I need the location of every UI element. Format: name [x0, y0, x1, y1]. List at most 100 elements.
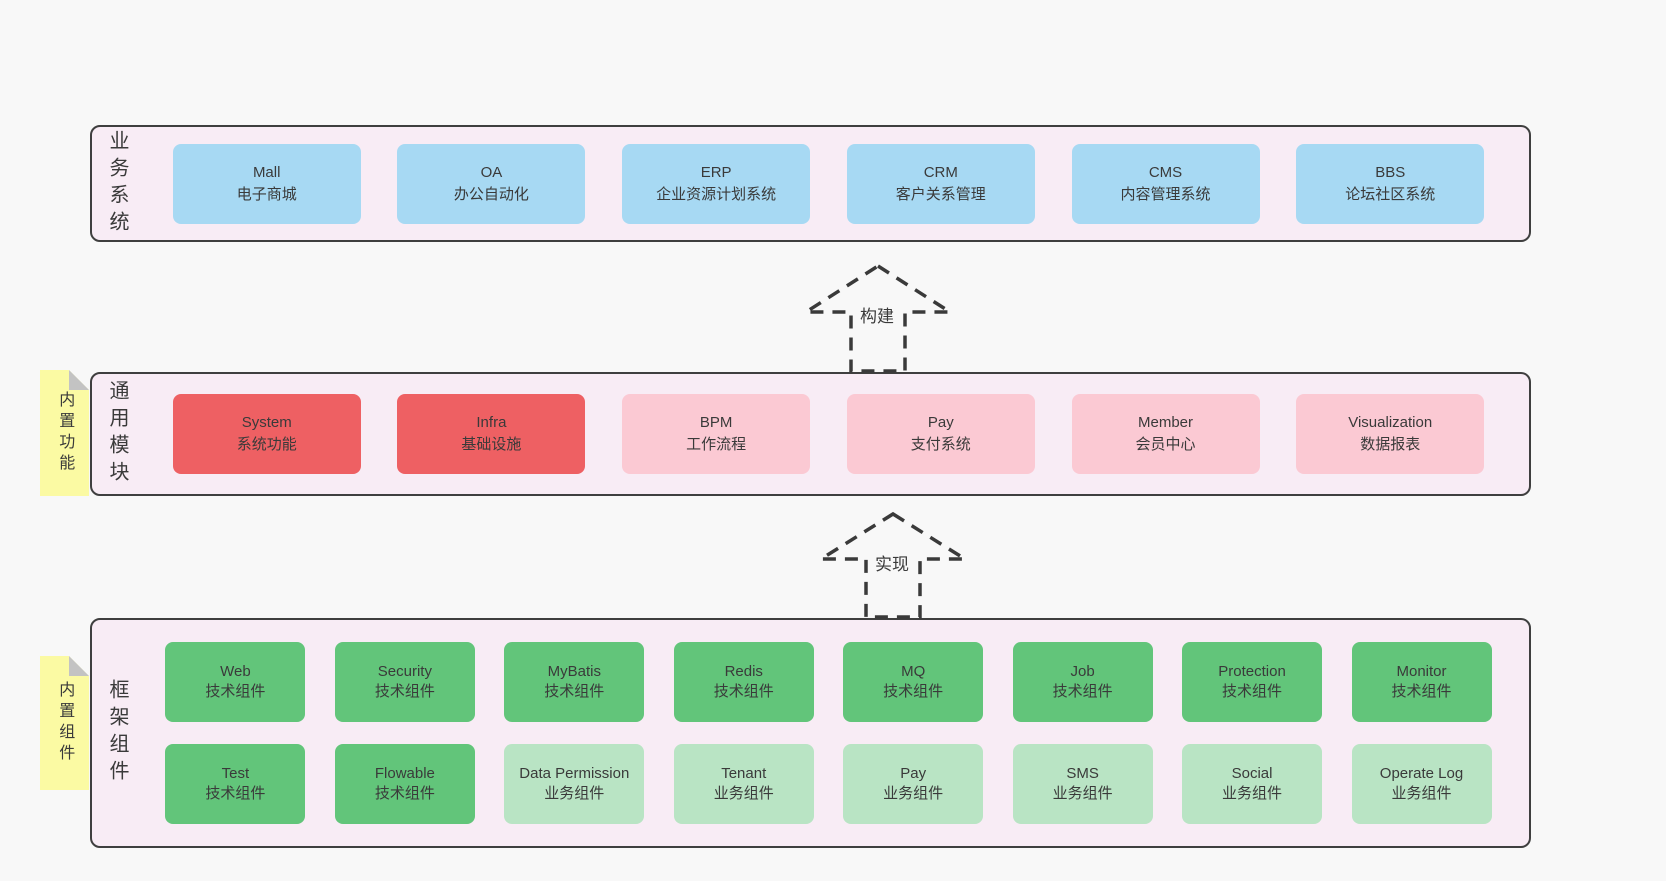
- box-name: Social: [1231, 764, 1273, 782]
- sticky-note-builtin-features: 内置功能: [40, 370, 89, 496]
- box-subtitle: 技术组件: [374, 683, 435, 700]
- box-name: BBS: [1375, 163, 1406, 181]
- box-subtitle: 技术组件: [1391, 683, 1452, 700]
- box-subtitle: 支付系统: [910, 436, 971, 453]
- box-subtitle: 企业资源计划系统: [656, 185, 777, 203]
- module-box-flowable: Flowable 技术组件: [334, 744, 475, 824]
- box-subtitle: 内容管理系统: [1120, 185, 1211, 203]
- box-name: Redis: [724, 662, 763, 680]
- module-box-visualization: Visualization 数据报表: [1296, 394, 1485, 474]
- module-box-monitor: Monitor 技术组件: [1351, 642, 1492, 722]
- layer-label: 框架组件: [106, 679, 128, 787]
- box-name: Data Permission: [519, 764, 630, 782]
- module-box-sms: SMS 业务组件: [1012, 744, 1153, 824]
- box-subtitle: 技术组件: [713, 683, 774, 700]
- box-name: Protection: [1218, 662, 1286, 680]
- module-box-job: Job 技术组件: [1012, 642, 1153, 722]
- box-subtitle: 电子商城: [236, 185, 297, 203]
- box-subtitle: 数据报表: [1360, 436, 1421, 453]
- module-box-security: Security 技术组件: [334, 642, 475, 722]
- module-box-mall: Mall 电子商城: [172, 143, 361, 224]
- box-subtitle: 论坛社区系统: [1345, 185, 1436, 203]
- box-name: Operate Log: [1379, 764, 1464, 782]
- module-box-data-permission: Data Permission 业务组件: [504, 744, 645, 824]
- box-name: Web: [220, 662, 251, 680]
- box-name: System: [241, 414, 292, 432]
- box-name: CMS: [1148, 163, 1183, 181]
- box-subtitle: 业务组件: [713, 785, 774, 802]
- box-subtitle: 业务组件: [544, 785, 605, 802]
- module-box-mq: MQ 技术组件: [843, 642, 984, 722]
- box-subtitle: 工作流程: [686, 436, 747, 453]
- box-subtitle: 技术组件: [883, 683, 944, 700]
- box-name: Test: [221, 764, 250, 782]
- box-name: BPM: [699, 414, 733, 432]
- layer-label: 通用模块: [106, 380, 128, 488]
- box-name: MyBatis: [547, 662, 601, 680]
- arrow-label-build: 构建: [856, 301, 898, 328]
- box-subtitle: 技术组件: [205, 785, 266, 802]
- sticky-note-builtin-components: 内置组件: [40, 656, 89, 790]
- box-subtitle: 办公自动化: [453, 185, 529, 203]
- folded-corner-icon: [69, 370, 89, 390]
- module-box-pay: Pay 支付系统: [846, 394, 1035, 474]
- box-subtitle: 客户关系管理: [895, 185, 986, 203]
- box-name: Pay: [900, 764, 927, 782]
- box-subtitle: 业务组件: [1391, 785, 1452, 802]
- box-name: SMS: [1066, 764, 1099, 782]
- box-name: Security: [377, 662, 432, 680]
- layer-label: 业务系统: [106, 129, 128, 238]
- box-name: Monitor: [1396, 662, 1447, 680]
- module-box-mybatis: MyBatis 技术组件: [504, 642, 645, 722]
- module-box-pay: Pay 业务组件: [843, 744, 984, 824]
- module-box-infra: Infra 基础设施: [397, 394, 586, 474]
- box-name: Infra: [476, 414, 507, 432]
- box-name: CRM: [923, 163, 958, 181]
- sticky-note-paper: [40, 656, 89, 790]
- box-name: Tenant: [721, 764, 767, 782]
- module-box-web: Web 技术组件: [165, 642, 306, 722]
- module-box-bpm: BPM 工作流程: [622, 394, 811, 474]
- module-box-operate-log: Operate Log 业务组件: [1351, 744, 1492, 824]
- box-subtitle: 技术组件: [374, 785, 435, 802]
- box-name: Mall: [252, 163, 281, 181]
- module-box-oa: OA 办公自动化: [397, 143, 586, 224]
- box-name: Visualization: [1348, 414, 1433, 432]
- box-name: Flowable: [374, 764, 435, 782]
- box-name: OA: [480, 163, 503, 181]
- module-box-cms: CMS 内容管理系统: [1071, 143, 1260, 224]
- module-box-test: Test 技术组件: [165, 744, 306, 824]
- folded-corner-icon: [69, 656, 89, 676]
- box-name: Job: [1070, 662, 1095, 680]
- box-subtitle: 会员中心: [1135, 436, 1196, 453]
- box-subtitle: 业务组件: [1052, 785, 1113, 802]
- arrow-label-implement: 实现: [871, 549, 913, 576]
- box-name: Member: [1138, 414, 1194, 432]
- module-box-tenant: Tenant 业务组件: [673, 744, 814, 824]
- box-subtitle: 系统功能: [236, 436, 297, 453]
- module-box-redis: Redis 技术组件: [673, 642, 814, 722]
- module-box-system: System 系统功能: [172, 394, 361, 474]
- box-subtitle: 技术组件: [1052, 683, 1113, 700]
- box-subtitle: 业务组件: [883, 785, 944, 802]
- sticky-note-label: 内置功能: [56, 391, 74, 475]
- module-box-bbs: BBS 论坛社区系统: [1296, 143, 1485, 224]
- sticky-note-paper: [40, 370, 89, 496]
- box-name: MQ: [901, 662, 926, 680]
- module-box-crm: CRM 客户关系管理: [846, 143, 1035, 224]
- box-subtitle: 技术组件: [205, 683, 266, 700]
- box-row: System 系统功能 Infra 基础设施 BPM 工作流程 Pay 支付系统 Member 会…: [136, 394, 1521, 474]
- box-subtitle: 技术组件: [544, 683, 605, 700]
- box-subtitle: 基础设施: [461, 436, 522, 453]
- box-name: Pay: [927, 414, 954, 432]
